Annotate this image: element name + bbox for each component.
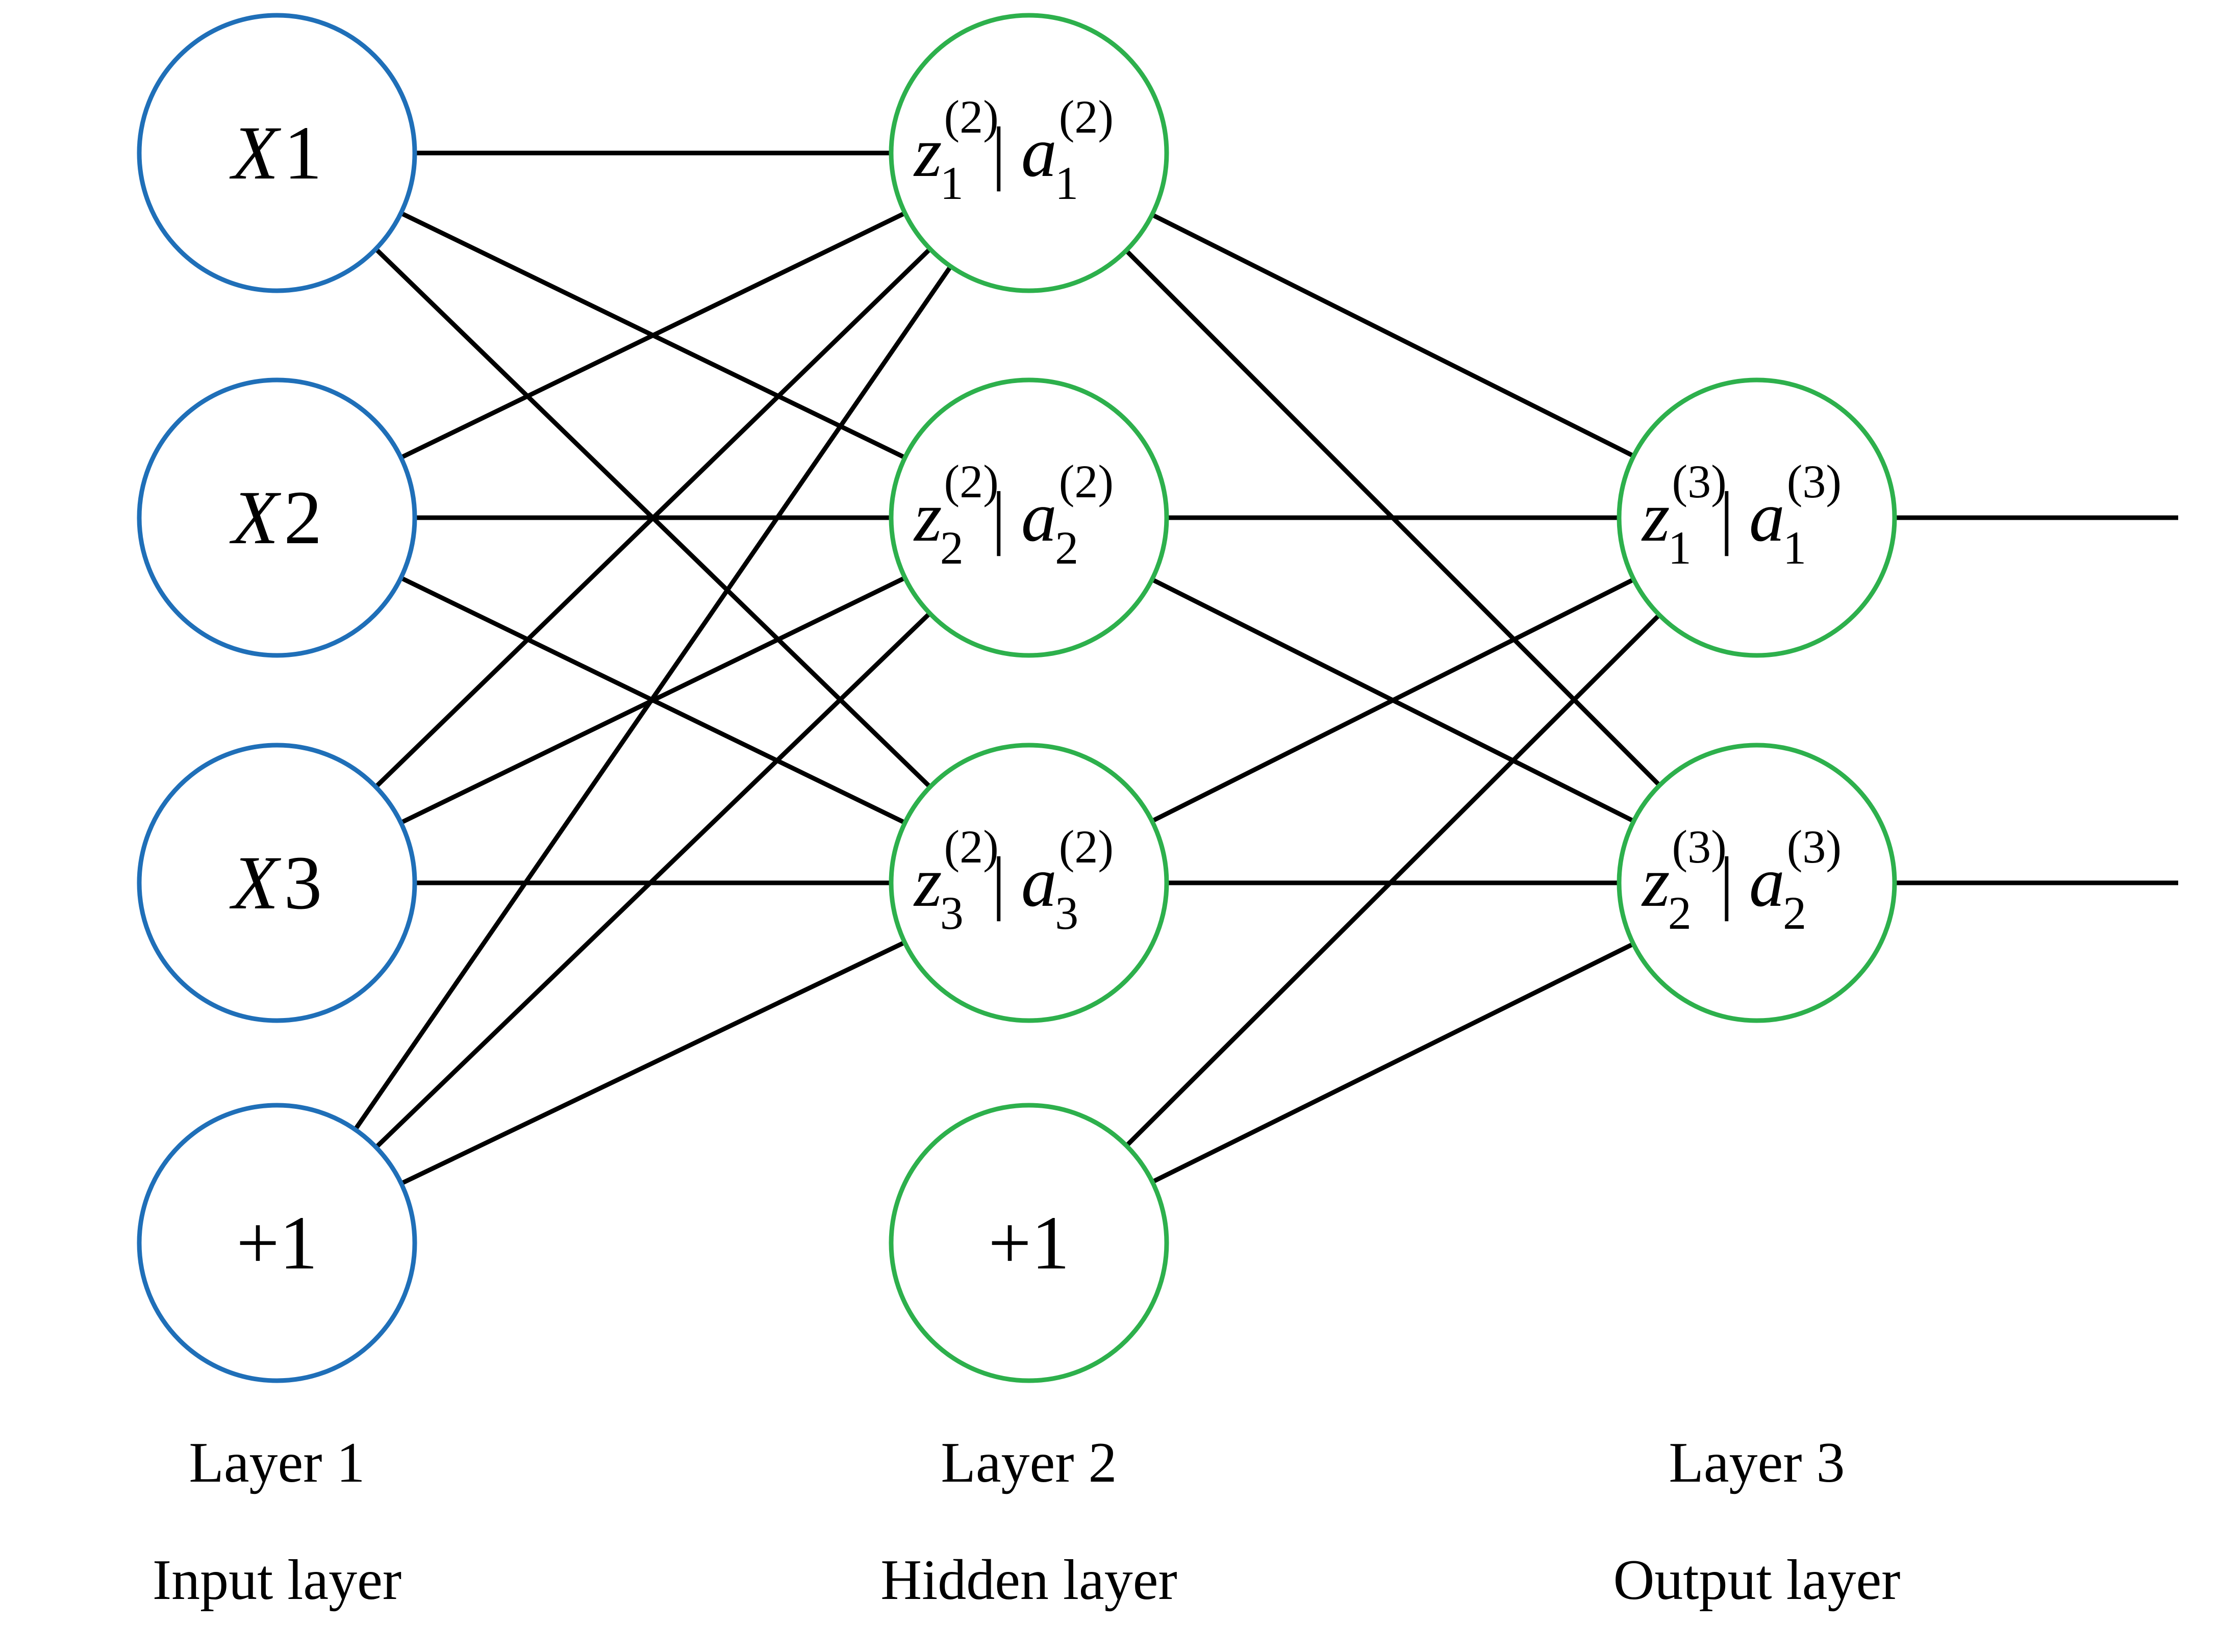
node-label: X1 (230, 111, 322, 195)
node-h2: z(2)2|a(2)2 (889, 377, 1169, 658)
layer-number-label: Layer 1 (189, 1431, 365, 1494)
node-label: X3 (230, 841, 322, 925)
node-label: X2 (230, 475, 322, 560)
node-circle (1617, 377, 1897, 658)
node-label: z(2)2|a(2)2 (913, 455, 1114, 574)
edge-x2-h1 (399, 212, 904, 460)
node-label: z(2)3|a(2)3 (913, 821, 1114, 939)
layer-number-label: Layer 2 (941, 1431, 1117, 1494)
node-circle (137, 377, 417, 658)
layer-number-label: Layer 3 (1669, 1431, 1845, 1494)
node-circle (137, 743, 417, 1023)
edge-h1-o1 (1151, 212, 1633, 458)
edge-b1-h1 (353, 267, 952, 1131)
node-label: +1 (236, 1201, 318, 1285)
node-circle (889, 743, 1169, 1023)
node-circle (889, 1103, 1169, 1383)
edge-x3-h1 (374, 248, 930, 789)
node-o1: z(3)1|a(3)1 (1617, 377, 1897, 658)
node-circle (889, 13, 1169, 293)
node-label: z(3)1|a(3)1 (1641, 455, 1842, 574)
node-circle (889, 377, 1169, 658)
layer-name-label: Hidden layer (880, 1548, 1177, 1612)
layer-name-label: Input layer (153, 1548, 401, 1612)
node-b1: +1 (137, 1103, 417, 1383)
edge-b2-o2 (1151, 943, 1633, 1184)
node-x2: X2 (137, 377, 417, 658)
node-circle (137, 1103, 417, 1383)
connections (353, 150, 2178, 1186)
layer-labels: Layer 1 Input layer Layer 2 Hidden layer Lay… (153, 1431, 1901, 1612)
edge-b2-o1 (1125, 615, 1660, 1148)
node-b2: +1 (889, 1103, 1169, 1383)
node-o2: z(3)2|a(3)2 (1617, 743, 1897, 1023)
layer-name-label: Output layer (1613, 1548, 1901, 1612)
node-x3: X3 (137, 743, 417, 1023)
node-label: z(2)1|a(2)1 (913, 91, 1114, 209)
node-h3: z(2)3|a(2)3 (889, 743, 1169, 1023)
edge-b1-h3 (400, 941, 904, 1186)
edge-h3-o1 (1151, 578, 1633, 823)
edge-b1-h2 (374, 613, 930, 1149)
node-x1: X1 (137, 13, 417, 293)
node-label: z(3)2|a(3)2 (1641, 821, 1842, 939)
node-h1: z(2)1|a(2)1 (889, 13, 1169, 293)
node-circle (137, 13, 417, 293)
node-circle (1617, 743, 1897, 1023)
node-label: +1 (988, 1201, 1070, 1285)
